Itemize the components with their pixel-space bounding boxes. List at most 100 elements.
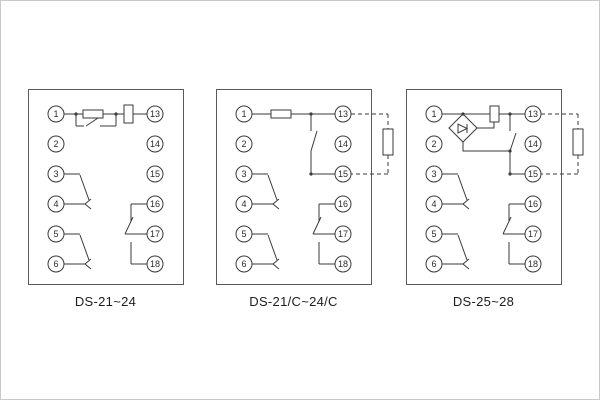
bypass-contact xyxy=(85,117,99,127)
terminal-number: 13 xyxy=(338,109,348,119)
terminal-circle xyxy=(334,195,352,213)
contact-blade xyxy=(312,216,322,235)
terminal-circle xyxy=(235,165,253,183)
terminal-3: 3 xyxy=(235,165,253,183)
resistor xyxy=(489,105,500,123)
terminal-number: 1 xyxy=(241,109,246,119)
relay-case-outline xyxy=(216,89,372,285)
contact-blade xyxy=(124,216,134,235)
contact-5-6 xyxy=(252,233,280,270)
terminal-circle xyxy=(146,165,164,183)
external-resistor-circuit xyxy=(541,113,584,175)
contact-blade xyxy=(79,174,90,201)
terminal-number: 16 xyxy=(150,199,160,209)
external-resistor xyxy=(572,128,584,156)
contact-3-4 xyxy=(64,173,92,210)
terminal-circle xyxy=(235,195,253,213)
terminal-16: 16 xyxy=(146,195,164,213)
wire xyxy=(477,122,495,129)
terminal-number: 18 xyxy=(338,259,348,269)
terminal-circle xyxy=(146,105,164,123)
terminal-circle xyxy=(146,135,164,153)
terminal-15: 15 xyxy=(524,165,542,183)
terminal-circle xyxy=(334,105,352,123)
terminal-number: 14 xyxy=(150,139,160,149)
terminal-circle xyxy=(235,135,253,153)
contact-blade xyxy=(457,174,468,201)
terminal-circle xyxy=(47,255,65,273)
terminal-number: 17 xyxy=(150,229,160,239)
terminal-3: 3 xyxy=(425,165,443,183)
terminal-2: 2 xyxy=(47,135,65,153)
junction-dot xyxy=(74,112,78,116)
terminal-circle xyxy=(524,225,542,243)
contact-blade xyxy=(267,234,278,261)
terminal-circle xyxy=(334,165,352,183)
terminal-17: 17 xyxy=(524,225,542,243)
terminal-number: 16 xyxy=(528,199,538,209)
terminal-circle xyxy=(235,225,253,243)
terminal-17: 17 xyxy=(334,225,352,243)
terminal-number: 1 xyxy=(431,109,436,119)
terminal-number: 4 xyxy=(431,199,436,209)
terminal-number: 1 xyxy=(53,109,58,119)
coil-circuit xyxy=(64,104,147,127)
diagram-label: DS-25~28 xyxy=(452,294,515,309)
resistor xyxy=(270,109,292,119)
terminal-number: 5 xyxy=(53,229,58,239)
terminal-circle xyxy=(47,225,65,243)
terminal-number: 3 xyxy=(431,169,436,179)
terminal-circle xyxy=(235,255,253,273)
terminal-13: 13 xyxy=(146,105,164,123)
terminal-circle xyxy=(524,255,542,273)
contact-arrow-icon xyxy=(462,198,470,210)
terminal-16: 16 xyxy=(524,195,542,213)
terminal-circle xyxy=(425,225,443,243)
terminal-circle xyxy=(524,195,542,213)
terminal-number: 2 xyxy=(431,139,436,149)
terminal-15: 15 xyxy=(334,165,352,183)
wire xyxy=(462,142,510,152)
diagram-label: DS-21~24 xyxy=(74,294,137,309)
relay-case-outline xyxy=(28,89,184,285)
terminal-number: 16 xyxy=(338,199,348,209)
terminal-number: 3 xyxy=(241,169,246,179)
terminal-2: 2 xyxy=(235,135,253,153)
terminal-number: 6 xyxy=(53,259,58,269)
external-resistor-circuit xyxy=(351,113,394,175)
terminal-2: 2 xyxy=(425,135,443,153)
coil-circuit xyxy=(252,109,335,176)
terminal-circle xyxy=(425,135,443,153)
terminal-4: 4 xyxy=(425,195,443,213)
junction-dot xyxy=(461,112,465,116)
terminal-number: 18 xyxy=(150,259,160,269)
terminal-number: 5 xyxy=(241,229,246,239)
terminal-number: 5 xyxy=(431,229,436,239)
terminal-circle xyxy=(146,225,164,243)
terminal-4: 4 xyxy=(235,195,253,213)
terminal-circle xyxy=(524,135,542,153)
contact-arrow-icon xyxy=(272,198,280,210)
contact-arrow-icon xyxy=(84,198,92,210)
contact-blade xyxy=(457,234,468,261)
diagram-label: DS-21/C~24/C xyxy=(249,294,338,309)
rectifier-bridge xyxy=(448,113,478,143)
terminal-3: 3 xyxy=(47,165,65,183)
contact-arrow-icon xyxy=(84,258,92,270)
contact-arrow-icon xyxy=(272,258,280,270)
terminal-15: 15 xyxy=(146,165,164,183)
terminal-number: 6 xyxy=(431,259,436,269)
terminal-circle xyxy=(146,195,164,213)
terminal-number: 13 xyxy=(150,109,160,119)
terminal-circle xyxy=(524,165,542,183)
terminal-circle xyxy=(146,255,164,273)
slip-contact xyxy=(509,132,517,152)
contact-arrow-icon xyxy=(462,258,470,270)
terminal-circle xyxy=(235,105,253,123)
terminal-14: 14 xyxy=(146,135,164,153)
